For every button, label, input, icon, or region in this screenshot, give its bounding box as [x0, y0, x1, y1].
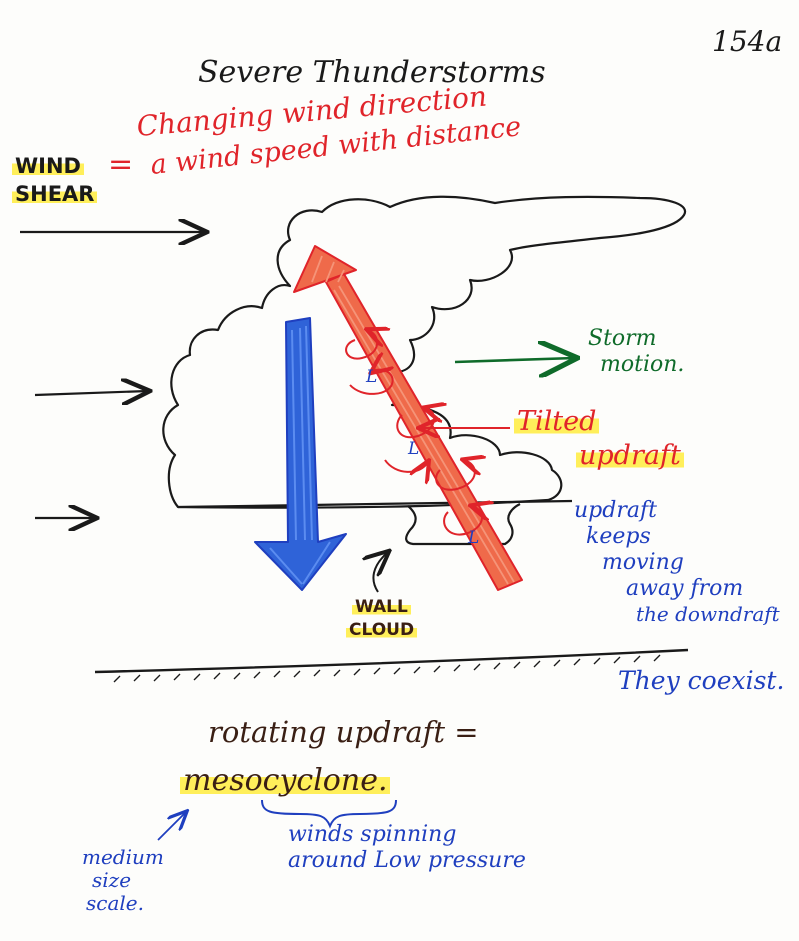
- updraft-note-line: keeps: [586, 523, 651, 549]
- rotation-swirl-1: [345, 330, 377, 360]
- wind-shear-term-line1: WIND: [12, 154, 84, 178]
- wall-cloud-label-line1: WALL: [352, 597, 411, 617]
- low-pressure-marker: L: [467, 528, 479, 548]
- wall-cloud-label-line2: CLOUD: [346, 619, 418, 640]
- wall-cloud-outline: [405, 503, 521, 546]
- downdraft-arrow: [254, 317, 347, 591]
- medium-scale-pointer: [157, 812, 186, 841]
- rotating-updraft-label: rotating updraft =: [208, 715, 479, 749]
- downdraft-arrow-shading: [269, 325, 331, 585]
- page-title: Severe Thunderstorms: [198, 55, 546, 90]
- wind-arrow-middle: [34, 391, 148, 395]
- wall-cloud-label: WALL CLOUD: [346, 596, 418, 642]
- mesocyclone-label: mesocyclone.: [180, 763, 391, 798]
- cloud-base-line: [177, 499, 573, 509]
- medium-size-scale-line1: medium: [82, 845, 164, 869]
- storm-cloud-outline: [162, 195, 687, 509]
- medium-size-scale-line3: scale.: [86, 891, 144, 915]
- updraft-note-line: the downdraft: [636, 601, 780, 626]
- tilted-updraft-label-line2: updraft: [576, 439, 684, 471]
- page-number: 154a: [712, 25, 783, 58]
- storm-motion-arrow: [454, 358, 575, 362]
- coexist-label: They coexist.: [618, 666, 785, 695]
- updraft-arrow: [325, 273, 523, 591]
- ground-hatching: [113, 654, 661, 683]
- winds-spinning-line2: around Low pressure: [288, 848, 526, 874]
- low-pressure-marker: L: [407, 439, 419, 459]
- wind-shear-term: WIND SHEAR: [12, 152, 98, 209]
- updraft-note-line: moving: [602, 549, 684, 575]
- mesocyclone-term: mesocyclone.: [180, 763, 391, 798]
- updraft-note: updraft keeps moving away from the downd…: [574, 498, 780, 628]
- rotation-swirl-2: [349, 370, 393, 395]
- updraft-arrow-head: [293, 245, 357, 293]
- rotation-swirl-5: [435, 460, 475, 491]
- rotation-swirl-4: [384, 460, 428, 472]
- tilted-updraft-label: Tilted updraft: [514, 405, 684, 473]
- updraft-note-line: away from: [626, 575, 744, 601]
- updraft-note-line: updraft: [574, 498, 657, 523]
- wall-cloud-pointer: [373, 552, 388, 593]
- wind-shear-equals: =: [108, 147, 134, 182]
- medium-size-scale-line2: size: [92, 868, 132, 892]
- winds-spinning-line1: winds spinning: [288, 822, 457, 847]
- storm-motion-label-line1: Storm: [588, 326, 657, 351]
- wind-shear-term-line2: SHEAR: [12, 182, 98, 207]
- mesocyclone-brace: [261, 799, 397, 829]
- rotation-swirl-6: [443, 506, 482, 536]
- ground-line: [94, 648, 689, 674]
- low-pressure-marker: L: [365, 367, 377, 387]
- medium-size-scale-label: medium size scale.: [82, 846, 164, 915]
- storm-motion-label: Storm motion.: [588, 326, 684, 379]
- storm-motion-label-line2: motion.: [600, 352, 685, 378]
- winds-spinning-label: winds spinning around Low pressure: [288, 822, 526, 875]
- tilted-updraft-label-line1: Tilted: [514, 406, 600, 437]
